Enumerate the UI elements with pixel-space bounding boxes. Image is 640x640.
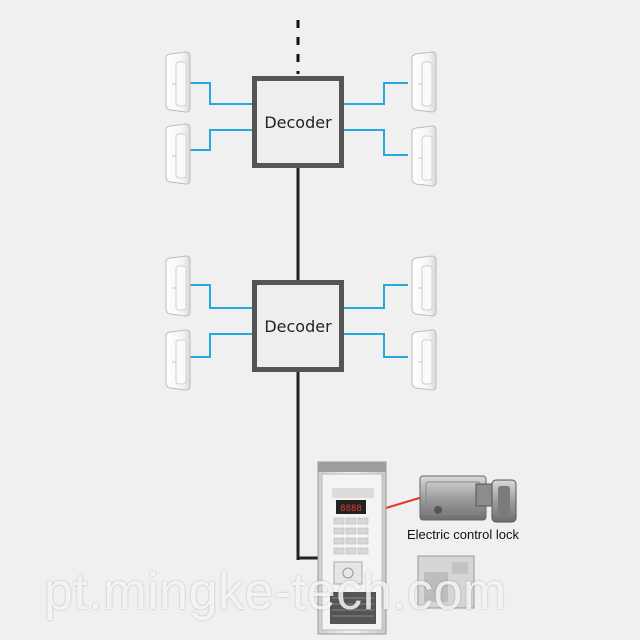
- watermark: pt.mingke-tech.com: [44, 563, 507, 621]
- indoor-handset: [411, 255, 437, 317]
- indoor-handset: [165, 123, 191, 185]
- electric-lock-icon: [419, 475, 517, 523]
- svg-text:8888: 8888: [340, 504, 362, 514]
- decoder-label: Decoder: [264, 112, 332, 132]
- backbone-bus: [296, 20, 320, 560]
- indoor-handset: [411, 125, 437, 187]
- power-supply-icon: [417, 555, 475, 609]
- branch-wires: [190, 82, 408, 358]
- lock-caption: Electric control lock: [407, 527, 519, 542]
- decoder-box: Decoder: [252, 280, 344, 372]
- indoor-handset: [411, 51, 437, 113]
- indoor-handset: [165, 51, 191, 113]
- lock-wire: [385, 495, 427, 509]
- outdoor-call-panel: 8888: [317, 461, 387, 635]
- indoor-handset: [165, 329, 191, 391]
- decoder-box: Decoder: [252, 76, 344, 168]
- indoor-handset: [165, 255, 191, 317]
- indoor-handset: [411, 329, 437, 391]
- decoder-label: Decoder: [264, 316, 332, 336]
